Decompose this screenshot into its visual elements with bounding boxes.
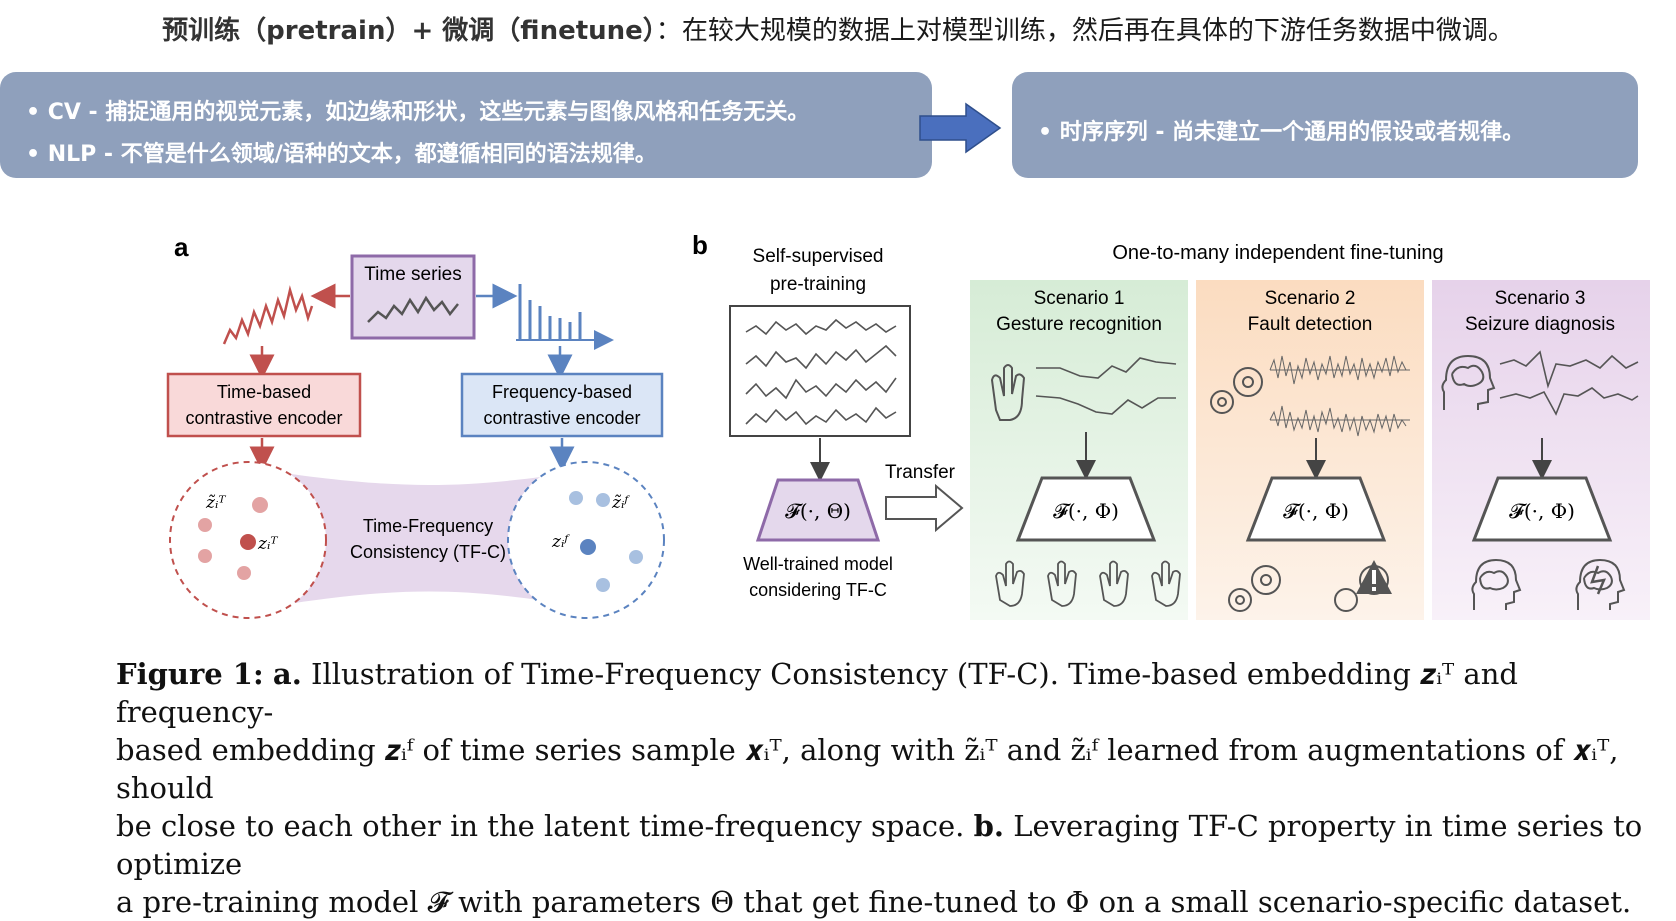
one-to-many-label: One-to-many independent fine-tuning (1112, 242, 1443, 264)
scenario-3-title: Scenario 3 (1495, 288, 1586, 309)
pretrain-line1: Self-supervised (753, 246, 884, 267)
right-arrow-icon (918, 102, 1004, 154)
bullet-cv: • CV - 捕捉通用的视觉元素，如边缘和形状，这些元素与图像风格和任务无关。 (26, 94, 809, 126)
title-separator: ： (656, 16, 682, 46)
right-summary-box: • 时序序列 - 尚未建立一个通用的假设或者规律。 (1012, 72, 1638, 178)
pretrain-data-box (730, 306, 910, 436)
title-rest: 在较大规模的数据上对模型训练，然后再在具体的下游任务数据中微调。 (682, 16, 1514, 46)
caption-b-label: b. (974, 809, 1004, 843)
time-signal-red (224, 290, 312, 344)
slide-title: 预训练（pretrain）+ 微调（finetune）：在较大规模的数据上对模型… (0, 10, 1676, 47)
title-bold: 预训练（pretrain）+ 微调（finetune） (162, 16, 656, 46)
bullet-timeseries: • 时序序列 - 尚未建立一个通用的假设或者规律。 (1038, 114, 1524, 146)
caption-line-2: based embedding 𝒛ᵢᶠ of time series sampl… (116, 731, 1656, 807)
scenario-2-model-label: 𝓕(·, Φ) (1283, 499, 1349, 523)
z-f-tilde-label: z̃ᵢᶠ (611, 493, 630, 513)
frequency-spectrum (516, 284, 608, 340)
latent-dot (596, 578, 610, 592)
latent-dot (569, 491, 583, 505)
scenario-2-title: Scenario 2 (1265, 288, 1356, 309)
latent-dot-zt (240, 534, 256, 550)
scenario-1-model-label: 𝓕(·, Φ) (1053, 499, 1119, 523)
time-encoder-line2: contrastive encoder (185, 408, 342, 428)
bullet-nlp: • NLP - 不管是什么领域/语种的文本，都遵循相同的语法规律。 (26, 136, 657, 168)
caption-line-1: Figure 1: a. Illustration of Time-Freque… (116, 655, 1656, 731)
left-summary-box: • CV - 捕捉通用的视觉元素，如边缘和形状，这些元素与图像风格和任务无关。 … (0, 72, 932, 178)
scenario-1-title: Scenario 1 (1034, 288, 1125, 309)
caption-fig-label: Figure 1: (116, 657, 264, 691)
panel-a-label: a (174, 232, 189, 262)
scenario-1-subtitle: Gesture recognition (996, 314, 1162, 335)
z-f-label: zᵢᶠ (551, 532, 570, 552)
freq-encoder-line1: Frequency-based (492, 382, 632, 402)
time-encoder-line1: Time-based (217, 382, 311, 402)
caption-line3-text: be close to each other in the latent tim… (116, 809, 964, 843)
well-trained-line1: Well-trained model (743, 554, 893, 574)
model-f-theta: 𝓕(·, Θ) (785, 499, 851, 523)
caption-line1-text: Illustration of Time-Frequency Consisten… (116, 657, 1518, 729)
latent-dot-zf (580, 539, 596, 555)
z-t-label: zᵢᵀ (257, 534, 278, 554)
caption-a-label: a. (273, 657, 302, 691)
caption-line-4: a pre-training model 𝓕 with parameters Θ… (116, 883, 1656, 921)
transfer-label: Transfer (885, 462, 956, 483)
latent-dot (252, 497, 268, 513)
z-t-tilde-label: z̃ᵢᵀ (205, 493, 226, 513)
panel-b-label: b (692, 230, 708, 260)
time-series-label: Time series (364, 264, 461, 285)
transfer-arrow-icon (886, 486, 962, 530)
figure-diagram: a Time series Time-based contrastive enc… (0, 220, 1676, 640)
figure-caption: Figure 1: a. Illustration of Time-Freque… (116, 655, 1656, 921)
scenario-3-subtitle: Seizure diagnosis (1465, 314, 1615, 335)
freq-encoder-line2: contrastive encoder (483, 408, 640, 428)
latent-dot (629, 550, 643, 564)
latent-dot (596, 493, 610, 507)
consistency-line2: Consistency (TF-C) (350, 542, 506, 562)
consistency-line1: Time-Frequency (363, 516, 493, 536)
caption-line-3: be close to each other in the latent tim… (116, 807, 1656, 883)
well-trained-line2: considering TF-C (749, 580, 887, 600)
scenario-2-subtitle: Fault detection (1248, 314, 1373, 335)
latent-dot (198, 518, 212, 532)
scenario-3-model-label: 𝓕(·, Φ) (1509, 499, 1575, 523)
pretrain-line2: pre-training (770, 274, 866, 295)
latent-dot (198, 549, 212, 563)
latent-dot (237, 566, 251, 580)
